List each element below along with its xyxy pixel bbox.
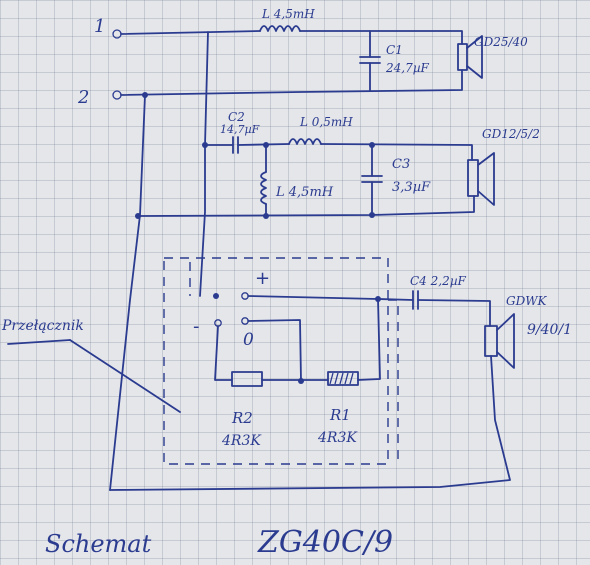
- caption-model: ZG40C/9: [257, 525, 393, 560]
- R1-value: 4R3K: [317, 430, 358, 446]
- terminal-2-label: 2: [77, 87, 89, 108]
- inductor-L3: [260, 171, 267, 205]
- C3-value: 3,3µF: [392, 180, 431, 195]
- tweeter-label-1: GDWK: [506, 294, 548, 308]
- switch-plus: +: [255, 268, 270, 289]
- C2-value: 14,7µF: [220, 123, 260, 136]
- switch-label-underline: [7, 339, 71, 345]
- R2-name: R2: [231, 409, 253, 427]
- inductor-L1: [259, 25, 301, 32]
- resistor-R2: [231, 371, 263, 387]
- wire-mid-bottom-rail: [137, 195, 475, 217]
- tweeter-speaker-magnet: [484, 325, 498, 357]
- junction-dot-e: [369, 142, 375, 148]
- resistor-R1-hatch: [329, 372, 354, 385]
- switch-label: Przełącznik: [1, 318, 84, 334]
- R1-name: R1: [329, 406, 351, 424]
- wire-r1-up: [357, 298, 381, 381]
- inductor-L2: [288, 138, 322, 145]
- woofer-speaker-cone: [466, 35, 483, 79]
- junction-dot-f: [263, 213, 269, 219]
- wire-top-rail-b: [299, 30, 463, 45]
- wire-top-rail-a: [120, 30, 261, 35]
- wire-switch-zero: [247, 319, 302, 382]
- midrange-speaker-magnet: [467, 159, 479, 197]
- wire-second-rail: [120, 69, 463, 96]
- resistor-R1: [327, 371, 359, 386]
- switch-minus: -: [193, 316, 200, 337]
- junction-dot-b: [142, 92, 148, 98]
- L3-label: L 4,5mH: [275, 185, 334, 200]
- terminal-1-label: 1: [94, 16, 105, 37]
- switch-enclosure: [163, 257, 389, 465]
- woofer-speaker-magnet: [457, 43, 468, 71]
- C1-value: 24,7µF: [385, 61, 430, 75]
- C3-name: C3: [392, 157, 410, 172]
- R2-value: 4R3K: [221, 433, 262, 449]
- switch-callout-arrow: [69, 339, 181, 413]
- midrange-label: GD12/5/2: [482, 127, 540, 141]
- L2-label: L 0,5mH: [299, 115, 353, 129]
- C1-name: C1: [386, 43, 403, 57]
- woofer-label: GD25/40: [474, 35, 528, 49]
- terminal-1: [112, 29, 122, 39]
- switch-zero: 0: [243, 330, 254, 350]
- tweeter-speaker-cone: [496, 313, 515, 369]
- junction-dot-g: [369, 212, 375, 218]
- wire-vertical-bus-2: [109, 94, 146, 491]
- junction-dot-i: [298, 378, 304, 384]
- midrange-speaker-cone: [477, 152, 495, 206]
- wire-switch-minus: [214, 325, 233, 381]
- caption-schemat: Schemat: [45, 530, 152, 558]
- wire-tweeter-return: [109, 355, 511, 491]
- C4-label: C4 2,2µF: [410, 274, 467, 288]
- wire-vertical-bus-1: [199, 31, 209, 297]
- terminal-2: [112, 90, 122, 100]
- tweeter-label-2: 9/40/1: [527, 322, 572, 338]
- C2-name: C2: [228, 110, 245, 124]
- wire-c4-out: [417, 299, 491, 327]
- junction-dot-switch-plus: [213, 293, 219, 299]
- L1-label: L 4,5mH: [261, 7, 315, 21]
